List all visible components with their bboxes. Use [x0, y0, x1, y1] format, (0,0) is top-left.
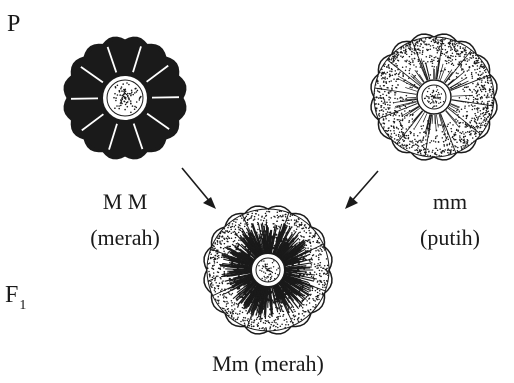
flower-mm-red-parent	[64, 37, 186, 159]
arrow-right-parent-to-offspring	[345, 171, 378, 209]
left-parent-genotype-text: M M	[103, 189, 148, 214]
right-parent-phenotype: (putih)	[395, 226, 505, 250]
offspring-caption: Mm (merah)	[178, 352, 358, 376]
offspring-caption-text: Mm (merah)	[212, 351, 324, 376]
right-parent-genotype: mm	[395, 190, 505, 214]
right-parent-genotype-text: mm	[433, 189, 467, 214]
f1-generation-label: F1	[5, 283, 25, 311]
left-parent-genotype: M M	[60, 190, 190, 214]
flower-mm-white-parent	[371, 34, 497, 160]
right-parent-phenotype-text: (putih)	[420, 225, 480, 250]
left-parent-phenotype-text: (merah)	[90, 225, 160, 250]
f1-generation-subscript: 1	[19, 298, 26, 313]
left-parent-phenotype: (merah)	[60, 226, 190, 250]
parent-generation-label: P	[7, 12, 20, 36]
parent-generation-text: P	[7, 11, 20, 37]
f1-generation-text: F	[5, 282, 18, 308]
flower-mm-hybrid-offspring	[204, 206, 332, 334]
